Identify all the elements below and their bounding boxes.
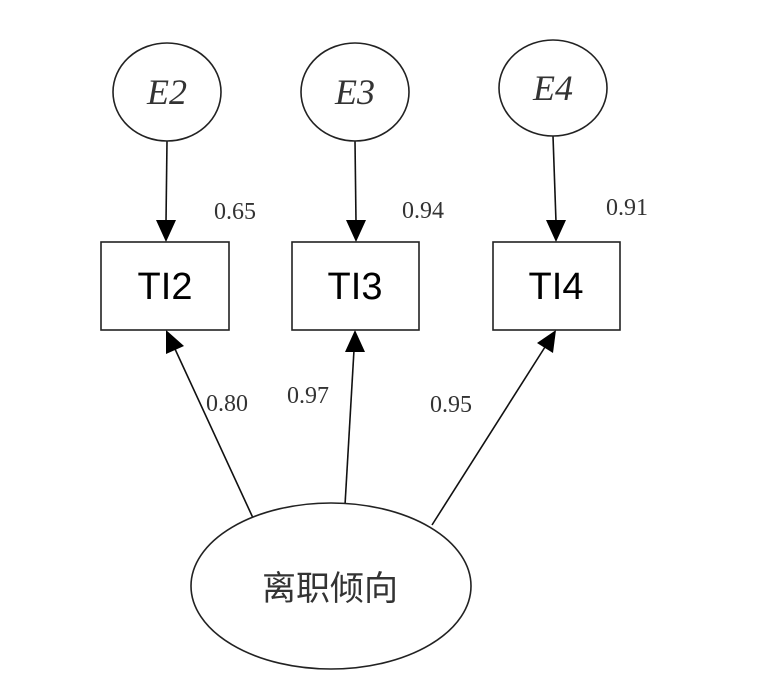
loading-paths (166, 330, 556, 526)
arrowhead-e3-ti3 (346, 220, 366, 242)
arrowhead-latent-ti3 (345, 330, 365, 352)
coef-e3-ti3: 0.94 (402, 198, 444, 224)
error-circle (112, 42, 222, 142)
error-node-e2: E2 (112, 42, 222, 142)
latent-ellipse (190, 502, 472, 670)
coef-latent-ti3: 0.97 (287, 383, 329, 409)
indicator-node-ti3: TI3 (291, 241, 420, 331)
indicator-node-ti4: TI4 (492, 241, 621, 331)
edge-latent-ti2 (174, 348, 254, 519)
edge-e3-ti3 (354, 140, 357, 223)
coef-e4-ti4: 0.91 (606, 195, 648, 221)
coefficients: 0.65 0.94 0.91 0.80 0.97 0.95 (206, 195, 648, 418)
latent-label: 离职倾向 (262, 569, 398, 609)
arrowhead-e4-ti4 (546, 220, 566, 242)
indicator-box (100, 241, 230, 331)
latent-node: 离职倾向 (190, 502, 472, 670)
indicator-node-ti2: TI2 (100, 241, 230, 331)
coef-e2-ti2: 0.65 (214, 199, 256, 225)
indicator-box (492, 241, 621, 331)
coef-latent-ti2: 0.80 (206, 391, 248, 417)
edge-latent-ti4 (431, 346, 546, 526)
edge-e2-ti2 (165, 140, 168, 223)
error-label: E3 (334, 72, 375, 112)
edge-latent-ti3 (344, 349, 355, 506)
error-label: E2 (146, 72, 187, 112)
edge-e4-ti4 (552, 135, 557, 223)
arrowhead-latent-ti2 (166, 330, 184, 354)
error-label: E4 (532, 68, 573, 108)
coef-latent-ti4: 0.95 (430, 392, 472, 418)
arrowhead-latent-ti4 (537, 330, 556, 353)
indicator-box (291, 241, 420, 331)
error-node-e3: E3 (300, 42, 410, 142)
indicator-label: TI3 (328, 266, 383, 308)
indicator-label: TI2 (138, 266, 193, 308)
error-circle (498, 39, 608, 137)
error-paths (156, 135, 566, 242)
error-circle (300, 42, 410, 142)
indicator-label: TI4 (529, 266, 584, 308)
arrowhead-e2-ti2 (156, 220, 176, 242)
error-node-e4: E4 (498, 39, 608, 137)
